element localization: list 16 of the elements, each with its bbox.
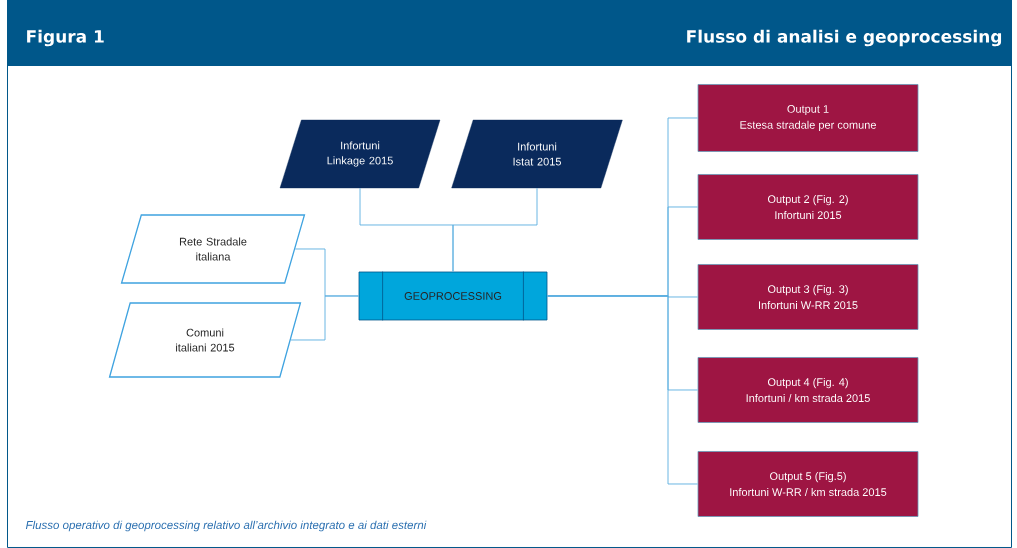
process-box: GEOPROCESSING	[358, 271, 548, 321]
output-box: Output 2 (Fig. 2) Infortuni 2015	[697, 174, 919, 240]
output-box: Output 1 Estesa stradale per comune	[697, 84, 919, 152]
data-parallelogram: Rete Stradale italiana	[120, 214, 306, 284]
connector	[452, 187, 538, 273]
data-parallelogram: Infortuni Istat 2015	[451, 119, 623, 189]
output-box: Output 3 (Fig. 3) Infortuni W-RR 2015	[697, 264, 919, 330]
caption-text: Flusso operativo di geoprocessing relativo all’archivio integrato e ai dati esterni	[25, 520, 427, 532]
figure-label: Figura 1	[27, 29, 104, 47]
connector	[546, 295, 699, 485]
data-parallelogram: Infortuni Linkage 2015	[279, 119, 441, 189]
connector	[290, 295, 360, 341]
data-parallelogram: Comuni italiani 2015	[108, 302, 302, 378]
output-box: Output 5 (Fig.5) Infortuni W-RR / km strada 2015	[697, 451, 919, 517]
title-text: Flusso di analisi e geoprocessing	[687, 29, 1002, 47]
output-box: Output 4 (Fig. 4) Infortuni / km strada 2015	[697, 357, 919, 423]
